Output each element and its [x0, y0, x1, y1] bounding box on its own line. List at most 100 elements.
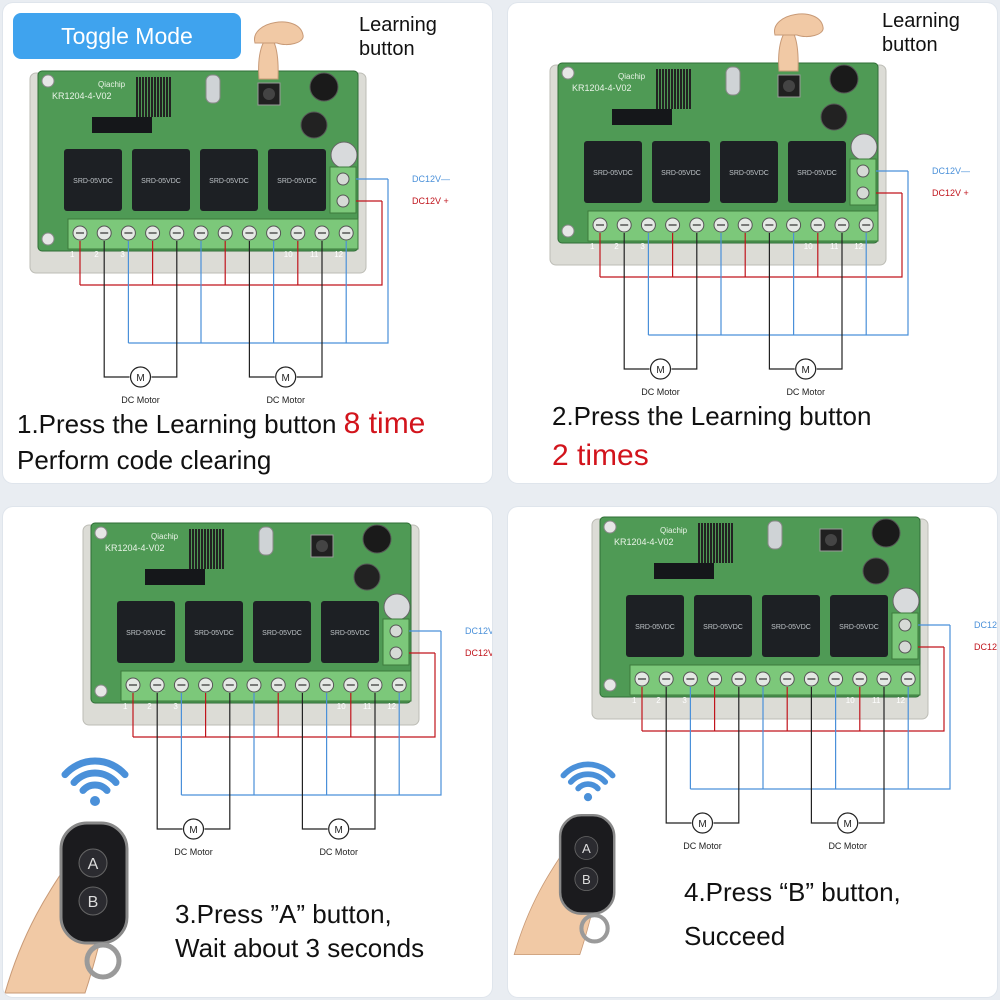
dc12v-minus-label: DC12V— — [412, 174, 450, 184]
hand-pointer-icon — [254, 21, 304, 80]
relay: SRD-05VDC — [720, 141, 778, 203]
capacitor-small — [892, 587, 920, 615]
button-a-label: A — [582, 841, 591, 856]
relay: SRD-05VDC — [117, 601, 175, 663]
motor-icon — [837, 812, 859, 834]
board-model-text: KR1204-4-V02 — [572, 83, 632, 93]
relay-text: SRD-05VDC — [277, 178, 317, 185]
antenna-coil — [698, 523, 733, 563]
motor-wire — [349, 693, 376, 830]
relay-text: SRD-05VDC — [209, 178, 249, 185]
terminal-number: 3 — [640, 242, 645, 251]
board-brand-text: Qiachip — [98, 80, 126, 89]
terminal-number: 10 — [337, 702, 346, 711]
ic-chip — [92, 117, 152, 133]
relay: SRD-05VDC — [200, 149, 258, 211]
motor-label: DC Motor — [319, 847, 358, 857]
inductor — [820, 103, 848, 131]
terminal-number: 3 — [173, 702, 178, 711]
motor-wire — [623, 233, 650, 370]
inductor — [353, 563, 381, 591]
step-3-line-1: 3.Press ”A” button, — [175, 899, 392, 929]
terminal-number: 10 — [846, 696, 855, 705]
terminal-number: 10 — [804, 242, 813, 251]
terminal-number: 2 — [94, 250, 99, 259]
inductor — [862, 557, 890, 585]
motor-wire — [301, 693, 328, 830]
motor-symbol: M — [189, 825, 197, 836]
board-model-text: KR1204-4-V02 — [52, 91, 112, 101]
relay: SRD-05VDC — [762, 595, 820, 657]
screw — [389, 646, 403, 660]
motor-wire — [665, 687, 692, 824]
motor-wire — [768, 233, 795, 370]
button-a-label: A — [88, 856, 99, 873]
step-4-line-2: Succeed — [684, 921, 786, 951]
terminal-number: 11 — [363, 702, 372, 711]
relay-text: SRD-05VDC — [797, 170, 837, 177]
motor-wire — [671, 233, 698, 370]
screw — [898, 618, 912, 632]
terminal-strip — [120, 670, 412, 702]
relay-text: SRD-05VDC — [194, 630, 234, 637]
remote-button-b: B — [78, 886, 108, 916]
antenna-coil — [136, 77, 171, 117]
mounting-hole — [41, 232, 55, 246]
terminal-number: 1 — [590, 242, 595, 251]
relay: SRD-05VDC — [652, 141, 710, 203]
red-rail — [133, 653, 436, 738]
crystal — [258, 526, 274, 556]
motor-wire — [713, 687, 740, 824]
ic-chip — [612, 109, 672, 125]
terminal-number: 3 — [682, 696, 687, 705]
dc12v-plus-label: DC12V + — [412, 196, 449, 206]
capacitor — [829, 64, 859, 94]
motor-icon — [275, 366, 297, 388]
motor-label: DC Motor — [641, 387, 680, 397]
remote-button-b: B — [574, 867, 599, 892]
terminal-number: 1 — [123, 702, 128, 711]
motor-wire — [296, 241, 323, 378]
relay-text: SRD-05VDC — [262, 630, 302, 637]
step-2-line-1: 2.Press the Learning button — [552, 401, 872, 431]
step-1-highlight: 8 time — [343, 407, 426, 440]
motor-label: DC Motor — [121, 395, 160, 405]
motor-label: DC Motor — [828, 841, 867, 851]
board-brand-text: Qiachip — [151, 532, 179, 541]
terminal-number: 1 — [70, 250, 75, 259]
terminal-number: 11 — [830, 242, 839, 251]
terminal-strip — [587, 210, 879, 242]
remote-button-a: A — [574, 836, 599, 860]
ic-chip — [145, 569, 205, 585]
motor-icon — [649, 358, 672, 380]
remote-body — [558, 813, 616, 915]
remote-control-icon: AB — [513, 761, 616, 956]
relay: SRD-05VDC — [626, 595, 684, 657]
toggle-mode-badge: Toggle Mode — [13, 13, 241, 59]
board-brand-text: Qiachip — [660, 526, 688, 535]
motor-symbol: M — [656, 365, 664, 376]
crystal — [725, 66, 741, 96]
motor-symbol: M — [136, 373, 144, 384]
motor-wire — [103, 241, 130, 378]
capacitor — [362, 524, 392, 554]
relay: SRD-05VDC — [584, 141, 642, 203]
motor-icon — [129, 366, 152, 388]
motor-symbol: M — [844, 819, 852, 830]
board-model-text: KR1204-4-V02 — [614, 537, 674, 547]
terminal-number: 12 — [387, 702, 396, 711]
blue-rail — [128, 179, 389, 344]
screw — [389, 624, 403, 638]
learning-button-cap — [263, 88, 275, 100]
mounting-hole — [561, 66, 575, 80]
step-2-highlight: 2 times — [552, 439, 649, 472]
terminal-number: 10 — [284, 250, 293, 259]
ic-chip — [654, 563, 714, 579]
relay-text: SRD-05VDC — [839, 624, 879, 631]
inductor — [300, 111, 328, 139]
screw — [336, 194, 350, 208]
motor-symbol: M — [802, 365, 810, 376]
